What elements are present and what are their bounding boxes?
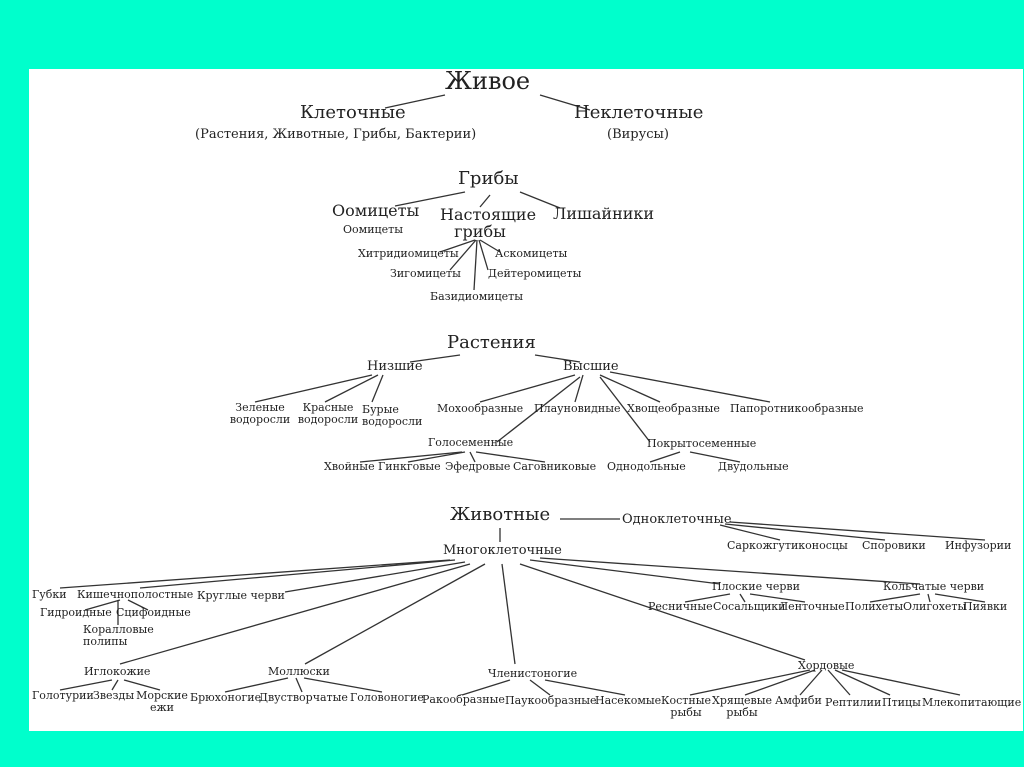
node-conifers: Хвойные — [324, 460, 375, 473]
node-bony-fish: Костные рыбы — [661, 694, 711, 719]
node-lower: Низшие — [367, 359, 423, 374]
node-cellular-note: (Растения, Животные, Грибы, Бактерии) — [195, 127, 477, 142]
node-sponges: Губки — [32, 588, 67, 601]
node-mammals: Млекопитающие — [922, 696, 1022, 709]
node-reptiles: Рептилии — [825, 696, 882, 709]
node-sporozoa: Споровики — [862, 539, 926, 552]
node-zygo: Зигомицеты — [390, 267, 461, 280]
node-higher: Высшие — [563, 359, 619, 374]
node-ginkgo: Гинкговые — [378, 460, 441, 473]
node-deutero: Дейтеромицеты — [488, 267, 582, 280]
node-red-algae: Красные водоросли — [297, 401, 359, 426]
node-flukes: Сосальщики — [713, 600, 786, 613]
node-sarcomastigophora: Саркожгутиконосцы — [727, 539, 848, 552]
node-multicellular: Многоклеточные — [443, 543, 562, 558]
node-echinoderms: Иглокожие — [84, 665, 151, 678]
node-fungi: Грибы — [458, 168, 519, 189]
node-basidio: Базидиомицеты — [430, 290, 524, 303]
node-roundworms: Круглые черви — [197, 589, 285, 602]
node-cycads: Саговниковые — [513, 460, 597, 473]
node-oligochaetes: Олигохеты — [903, 600, 967, 613]
node-amphibians: Амфиби — [775, 694, 822, 707]
node-molluscs: Моллюски — [268, 665, 330, 678]
node-sea-urchins: Морские ежи — [136, 689, 188, 714]
node-scyphozoa: Сцифоидные — [116, 606, 191, 619]
node-polychaetes: Полихеты — [845, 600, 904, 613]
node-green-algae: Зеленые водоросли — [229, 401, 291, 426]
node-animals: Животные — [450, 504, 551, 525]
node-cephalopods: Головоногие — [350, 691, 424, 704]
node-cellular: Клеточные — [300, 102, 406, 123]
node-gymnosperms: Голосеменные — [428, 436, 514, 449]
node-ciliates: Инфузории — [945, 539, 1012, 552]
node-oomycetes-sub: Оомицеты — [343, 223, 403, 236]
node-oomycetes: Оомицеты — [332, 201, 420, 220]
node-gastropods: Брюхоногие — [190, 691, 262, 704]
node-unicellular: Одноклеточные — [622, 512, 732, 527]
node-insects: Насекомые — [595, 694, 662, 707]
node-angiosperms: Покрытосеменные — [647, 437, 757, 450]
node-noncellular-note: (Вирусы) — [607, 127, 669, 142]
node-lichens: Лишайники — [553, 204, 655, 223]
node-club-moss: Плауновидные — [534, 402, 621, 415]
node-starfish: Звезды — [93, 689, 135, 702]
diagram-card — [29, 69, 1023, 731]
node-moss: Мохообразные — [437, 402, 524, 415]
node-chordates: Хордовые — [798, 659, 855, 672]
node-arachnids: Паукообразные — [505, 694, 597, 707]
node-crustaceans: Ракообразные — [422, 693, 505, 706]
node-monocots: Однодольные — [607, 460, 686, 473]
node-true-fungi: Настоящие грибы — [440, 205, 537, 241]
node-holothurians: Голотурии — [32, 689, 94, 702]
node-horsetail: Хвощеобразные — [627, 402, 720, 415]
node-plants: Растения — [447, 332, 536, 353]
node-coral-polyps: Коралловые полипы — [83, 623, 154, 648]
node-bivalves: Двустворчатые — [259, 691, 348, 704]
node-life: Живое — [445, 67, 531, 95]
node-leeches: Пиявки — [963, 600, 1008, 613]
node-cartilaginous-fish: Хрящевые рыбы — [711, 694, 772, 719]
node-noncellular: Неклеточные — [574, 102, 704, 123]
node-ephedra: Эфедровые — [445, 460, 511, 473]
node-asco: Аскомицеты — [495, 247, 568, 260]
node-chytrid: Хитридиомицеты — [358, 247, 459, 260]
node-birds: Птицы — [882, 696, 921, 709]
node-hydroids: Гидроидные — [40, 606, 112, 619]
node-coelenterates: Кишечнополостные — [77, 588, 194, 601]
node-tapeworms: Ленточные — [779, 600, 845, 613]
node-fern: Папоротникообразные — [730, 402, 864, 415]
node-arthropods: Членистоногие — [488, 667, 578, 680]
node-brown-algae: Бурые водоросли — [362, 403, 423, 428]
node-dicots: Двудольные — [718, 460, 789, 473]
node-turbellaria: Ресничные — [648, 600, 713, 613]
node-flatworms: Плоские черви — [712, 580, 800, 593]
node-annelids: Кольчатые черви — [883, 580, 985, 593]
